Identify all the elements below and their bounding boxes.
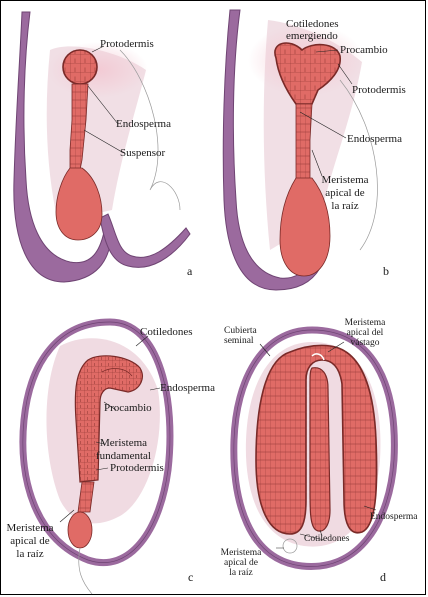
label-c-raiz-2: apical de (10, 535, 50, 547)
label-c-raiz-3: la raíz (16, 548, 44, 560)
panel-a-drawing (13, 11, 191, 283)
label-b-endosperma: Endosperma (347, 133, 402, 145)
panel-a-letter: a (187, 264, 193, 278)
label-d-raiz-3: la raíz (229, 568, 253, 578)
panel-c-drawing (19, 318, 174, 595)
label-b-procambio: Procambio (340, 44, 388, 56)
panel-b-drawing (222, 9, 378, 291)
label-b-cotiledones-2: emergiendo (286, 30, 338, 42)
panel-b-heart-embryo (274, 42, 341, 105)
panel-d-drawing (230, 326, 398, 570)
panel-d-mature-embryo (255, 344, 378, 535)
panel-b-suspensor (295, 103, 313, 181)
panel-a-seed-coat-strand (99, 213, 191, 268)
label-a-endosperma: Endosperma (116, 118, 171, 130)
label-c-fundamental-2: fundamental (96, 450, 151, 462)
label-d-raiz-1: Meristema (220, 548, 262, 558)
panel-a-globular-embryo (62, 49, 98, 85)
panel-c-basal-cell (67, 511, 93, 549)
label-b-meristema-1: Meristema (321, 174, 369, 186)
label-a-suspensor: Suspensor (120, 147, 166, 159)
label-c-raiz-1: Meristema (6, 522, 54, 534)
panel-d-inner-cotyledon (309, 367, 331, 532)
label-b-cotiledones-1: Cotiledones (286, 18, 339, 30)
label-b-meristema-3: la raíz (331, 200, 359, 212)
label-c-fundamental-1: Meristema (100, 437, 148, 449)
label-c-endosperma: Endosperma (160, 382, 215, 394)
label-b-protodermis: Protodermis (352, 84, 406, 96)
label-b-meristema-2: apical de (325, 187, 365, 199)
label-d-raiz-2: apical de (223, 558, 259, 568)
label-c-procambio: Procambio (104, 402, 152, 414)
panel-c-torpedo-embryo (74, 355, 143, 483)
label-d-cubierta-1: Cubierta (224, 326, 257, 336)
panel-c-letter: c (188, 570, 194, 584)
panel-b-letter: b (383, 264, 389, 278)
label-d-cubierta-2: seminal (224, 336, 254, 346)
label-d-vastago-1: Meristema (344, 318, 386, 328)
label-d-endosperma: Endosperma (370, 512, 418, 522)
panel-a-basal-cell (55, 167, 103, 241)
label-d-vastago-2: apical del (346, 328, 384, 338)
label-c-protodermis: Protodermis (110, 462, 164, 474)
panel-d-letter: d (380, 570, 386, 584)
panel-b-basal-cell (279, 177, 331, 277)
label-c-cotiledones: Cotiledones (140, 326, 193, 338)
label-a-protodermis: Protodermis (100, 38, 154, 50)
label-d-cotiledones: Cotiledones (304, 534, 350, 544)
label-d-vastago-3: vástago (350, 338, 380, 348)
